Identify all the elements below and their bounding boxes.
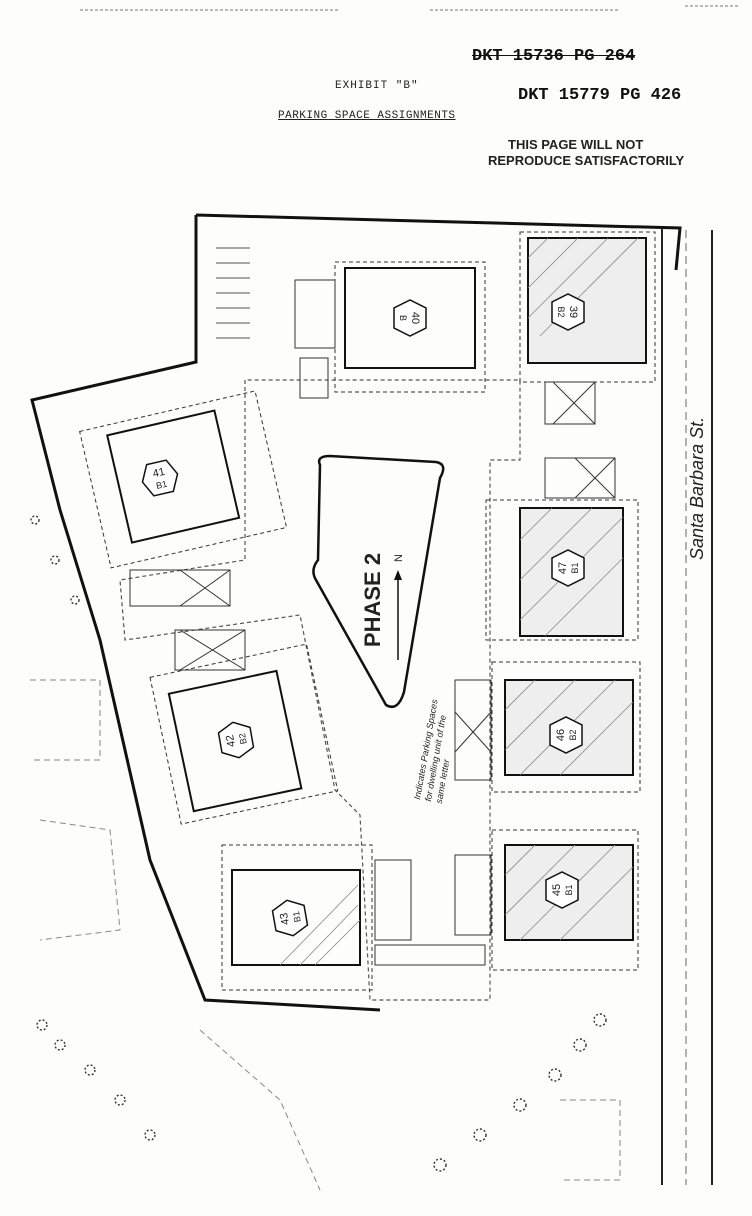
unit-type-39: B2 — [556, 306, 566, 317]
unit-number-43: 43 — [278, 912, 292, 926]
unit-type-42: B2 — [237, 732, 249, 745]
reproduction-notice-line2: REPRODUCE SATISFACTORILY — [488, 153, 685, 168]
unit-tag-40: 40B — [393, 299, 427, 337]
unit-41-footprint — [79, 390, 288, 569]
unit-number-42: 42 — [224, 734, 238, 748]
docket-stamp-new: DKT 15779 PG 426 — [518, 86, 682, 105]
property-boundary — [30, 213, 682, 1012]
unit-type-47: B1 — [570, 562, 580, 573]
exhibit-heading: EXHIBIT "B" — [335, 80, 419, 92]
phase-label: PHASE 2 — [360, 553, 385, 647]
unit-40-footprint — [334, 261, 486, 393]
unit-46-footprint — [491, 661, 641, 793]
landscape-trees — [30, 515, 607, 1172]
parking-bays — [129, 279, 616, 966]
unit-type-43: B1 — [291, 910, 303, 923]
unit-tag-hexagon-46 — [549, 716, 583, 754]
unit-tag-hexagon-40 — [393, 299, 427, 337]
unit-number-39: 39 — [567, 306, 579, 318]
unit-number-46: 46 — [555, 729, 567, 741]
unit-number-41: 41 — [152, 466, 167, 480]
street-label: Santa Barbara St. — [687, 417, 707, 560]
north-label: N — [393, 554, 405, 562]
document-title: PARKING SPACE ASSIGNMENTS — [278, 110, 456, 122]
left-parking-stripes — [216, 247, 250, 339]
unit-type-45: B1 — [564, 884, 574, 895]
unit-43-footprint — [221, 844, 373, 991]
unit-tag-hexagon-41 — [141, 459, 179, 497]
docket-stamp-old: DKT 15736 PG 264 — [472, 47, 636, 66]
driveway-outline — [119, 379, 521, 1001]
unit-type-40: B — [398, 315, 408, 321]
reserved-bay-crosses — [179, 381, 616, 753]
unit-tag-hexagon-42 — [217, 721, 255, 759]
phase-island — [312, 454, 445, 709]
reproduction-notice-line1: THIS PAGE WILL NOT — [508, 137, 644, 152]
unit-tag-hexagon-45 — [545, 871, 579, 909]
unit-tag-hexagon-43 — [271, 899, 309, 937]
unit-number-45: 45 — [551, 884, 563, 896]
unit-number-47: 47 — [557, 562, 569, 574]
unit-tag-hexagon-47 — [551, 549, 585, 587]
unit-number-40: 40 — [409, 312, 421, 324]
offsite-lines — [30, 679, 621, 1191]
unit-tag-hexagon-39 — [551, 293, 585, 331]
unit-type-41: B1 — [155, 479, 168, 491]
unit-42-footprint — [149, 643, 339, 825]
unit-type-46: B2 — [568, 729, 578, 740]
unit-39-footprint — [519, 231, 656, 383]
